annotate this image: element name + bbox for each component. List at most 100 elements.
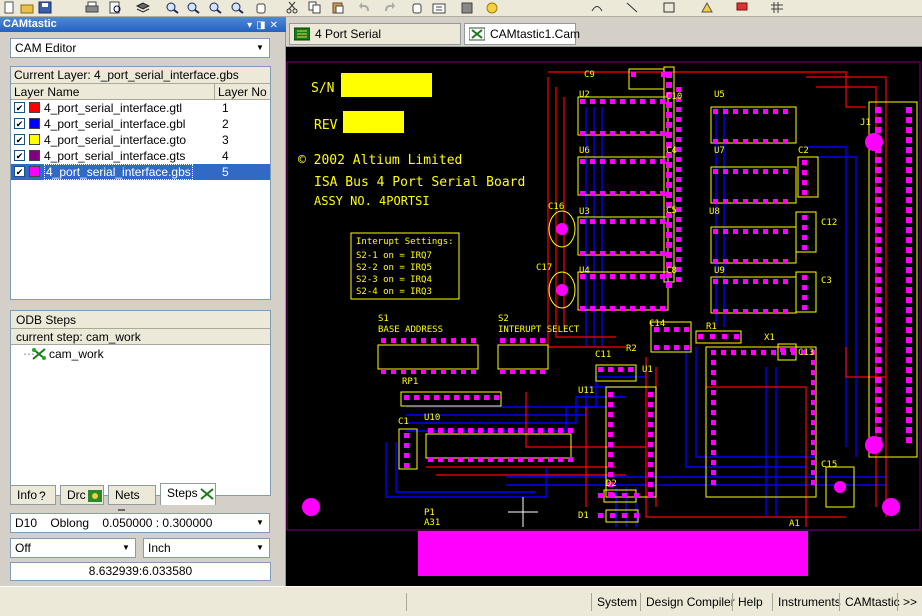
layer-color-swatch[interactable]	[29, 118, 40, 129]
paste-icon[interactable]	[331, 1, 345, 14]
save-icon[interactable]	[38, 1, 52, 14]
ref-c3: C3	[821, 276, 832, 286]
col-layer-name[interactable]: Layer Name	[14, 85, 80, 99]
select-hand-icon[interactable]	[410, 1, 424, 14]
new-file-icon[interactable]	[2, 1, 16, 14]
chevron-down-icon[interactable]: ▼	[256, 543, 264, 552]
layer-row[interactable]: ✔ 4_port_serial_interface.gtl 1	[11, 100, 270, 116]
grid-tool-icon[interactable]	[770, 1, 784, 14]
cut-icon[interactable]	[285, 1, 299, 14]
tab-steps[interactable]: Steps	[160, 483, 216, 505]
layer-visible-checkbox[interactable]: ✔	[14, 150, 25, 161]
cam-canvas[interactable]: S/N REV © 2002 Altium Limited ISA Bus 4 …	[286, 47, 922, 586]
pad	[676, 87, 681, 92]
chevron-down-icon[interactable]: ▼	[122, 543, 130, 552]
status-more[interactable]: >>	[897, 593, 917, 611]
highlight-icon[interactable]	[485, 1, 499, 14]
tab-drc[interactable]: Drc	[60, 485, 104, 505]
layer-visible-checkbox[interactable]: ✔	[14, 134, 25, 145]
pad	[723, 169, 728, 174]
pan-hand-icon[interactable]	[254, 1, 268, 14]
pad	[666, 272, 672, 278]
layer-color-swatch[interactable]	[29, 102, 40, 113]
zoom-area-icon[interactable]	[208, 1, 222, 14]
place-tool-icon[interactable]	[700, 1, 714, 14]
copy-icon[interactable]	[308, 1, 322, 14]
layer-number: 3	[222, 133, 229, 147]
pad	[630, 99, 635, 104]
status-system[interactable]: System	[591, 593, 637, 611]
step-item[interactable]: ⋯ cam_work	[11, 345, 270, 363]
pad	[875, 407, 881, 413]
tab-nets[interactable]: Nets	[108, 485, 156, 519]
flag-tool-icon[interactable]	[735, 1, 749, 14]
layer-visible-checkbox[interactable]: ✔	[14, 166, 25, 177]
line-tool-icon[interactable]	[625, 1, 639, 14]
pad	[510, 369, 515, 374]
rectangle-tool-icon[interactable]	[662, 1, 676, 14]
tab-cam[interactable]: CAMtastic1.Cam *	[464, 23, 580, 61]
open-folder-icon[interactable]	[20, 1, 34, 14]
snap-select[interactable]: Off ▼	[10, 538, 136, 558]
col-layer-no[interactable]: Layer No	[214, 84, 272, 100]
edge-connector	[418, 531, 808, 576]
status-design-compiler[interactable]: Design Compiler	[640, 593, 735, 611]
s1-label: BASE ADDRESS	[378, 325, 443, 335]
layer-color-swatch[interactable]	[29, 166, 40, 177]
pad	[783, 139, 788, 144]
layer-visible-checkbox[interactable]: ✔	[14, 118, 25, 129]
pad	[773, 109, 778, 114]
layer-row[interactable]: ✔ 4_port_serial_interface.gto 3	[11, 132, 270, 148]
assy-text: ASSY NO. 4PORTSI	[314, 194, 430, 208]
ref-a1: A1	[789, 519, 800, 529]
layers-icon[interactable]	[136, 1, 150, 14]
layer-color-swatch[interactable]	[29, 150, 40, 161]
pad	[666, 222, 672, 228]
pad	[753, 199, 758, 204]
tab-pcbdoc[interactable]: 4 Port Serial Interface.PcbDoc	[289, 23, 461, 61]
chevron-down-icon[interactable]: ▼	[256, 43, 264, 52]
zoom-fit-icon[interactable]	[230, 1, 244, 14]
pad	[664, 327, 669, 332]
zoom-in-icon[interactable]	[165, 1, 179, 14]
layer-number: 2	[222, 117, 229, 131]
pad	[763, 229, 768, 234]
pad	[508, 457, 513, 462]
undo-icon[interactable]	[358, 1, 372, 14]
print-icon[interactable]	[85, 1, 99, 14]
pad	[478, 457, 483, 462]
arc-tool-icon[interactable]	[590, 1, 604, 14]
pad	[906, 187, 912, 193]
stop-icon[interactable]	[460, 1, 474, 14]
editor-mode-select[interactable]: CAM Editor ▼	[10, 38, 270, 58]
pad	[660, 251, 665, 256]
status-help[interactable]: Help	[732, 593, 763, 611]
pad	[580, 274, 585, 279]
pin-icon[interactable]: ◨	[256, 20, 270, 31]
status-camtastic[interactable]: CAMtastic	[839, 593, 900, 611]
layer-visible-checkbox[interactable]: ✔	[14, 102, 25, 113]
tab-info[interactable]: Info?	[10, 485, 56, 505]
dcode-select[interactable]: D10 Oblong 0.050000 : 0.300000 ▼	[10, 513, 270, 533]
layer-row[interactable]: ✔ 4_port_serial_interface.gts 4	[11, 148, 270, 164]
pad	[660, 191, 665, 196]
pad	[401, 338, 406, 343]
status-instruments[interactable]: Instruments	[772, 593, 841, 611]
pad	[648, 442, 653, 447]
chevron-down-icon[interactable]: ▼	[256, 518, 264, 527]
layer-color-swatch[interactable]	[29, 134, 40, 145]
pad	[761, 350, 766, 355]
pad	[660, 274, 665, 279]
pad	[448, 457, 453, 462]
close-icon[interactable]: ✕	[269, 20, 282, 31]
zoom-out-icon[interactable]	[186, 1, 200, 14]
layer-row-selected[interactable]: ✔ 4_port_serial_interface.gbs 5	[11, 164, 270, 180]
pad	[753, 279, 758, 284]
export-icon[interactable]	[432, 1, 446, 14]
units-select[interactable]: Inch ▼	[143, 538, 270, 558]
layer-row[interactable]: ✔ 4_port_serial_interface.gbl 2	[11, 116, 270, 132]
redo-icon[interactable]	[382, 1, 396, 14]
panel-menu-icon[interactable]: ▾	[247, 20, 257, 31]
pad-layer	[381, 72, 912, 518]
print-preview-icon[interactable]	[108, 1, 122, 14]
